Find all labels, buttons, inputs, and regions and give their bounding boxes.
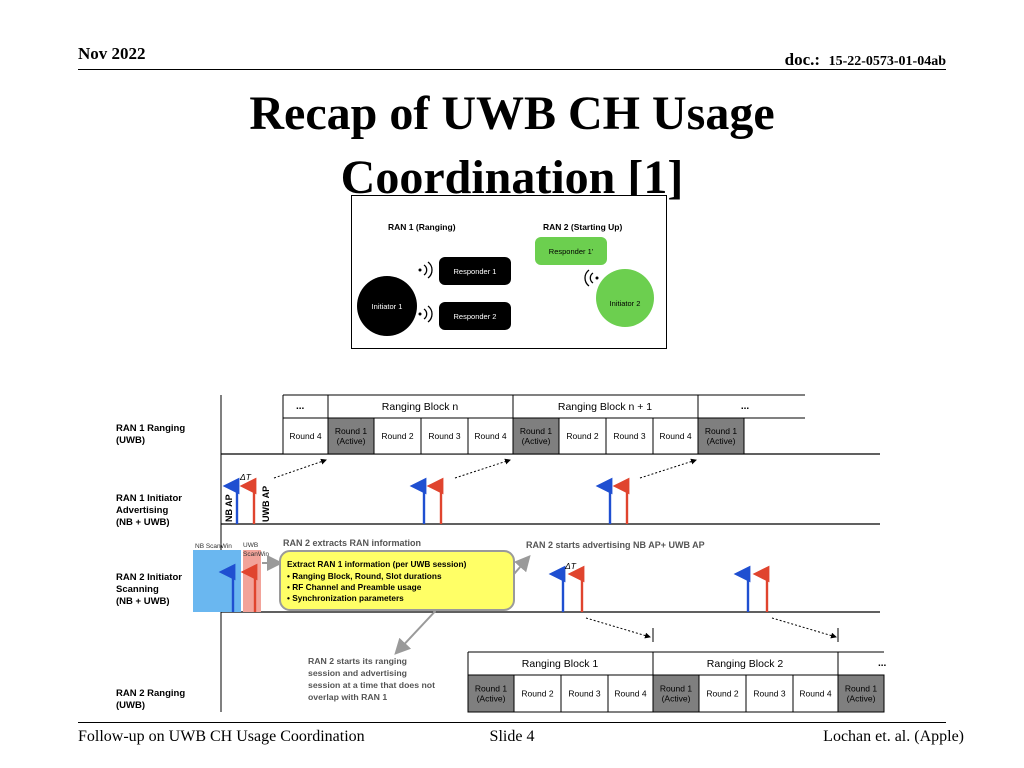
row-label-ran1-ranging: RAN 1 Ranging (UWB) xyxy=(116,423,188,446)
signal-icon-initiator2 xyxy=(584,269,599,287)
doc-number: 15-22-0573-01-04ab xyxy=(828,54,946,69)
row-label-ran2-scan: RAN 2 Initiator Scanning (NB + UWB) xyxy=(116,572,185,607)
delta-t-label-1: ΔT xyxy=(239,472,252,482)
responder2-label: Responder 2 xyxy=(454,312,497,321)
nb-ap-label: NB AP xyxy=(224,494,234,522)
ran2-round-cell xyxy=(652,674,700,713)
footer-title: Follow-up on UWB CH Usage Coordination xyxy=(78,728,365,745)
ran2-round-cell xyxy=(607,674,654,713)
info-box-title: Extract RAN 1 information (per UWB sessi… xyxy=(287,559,467,569)
ran2-round-cell xyxy=(745,674,794,713)
uwb-scan-window-label: UWB ScanWin xyxy=(243,542,269,558)
doc-label: doc.: xyxy=(784,50,821,69)
ran1-adv-arrows xyxy=(222,477,630,524)
ran1-round-cell xyxy=(282,417,329,455)
svg-text:• RF Channel and Preamble usag: • RF Channel and Preamble usage xyxy=(287,582,422,592)
svg-text:• Synchronization parameters: • Synchronization parameters xyxy=(287,593,404,603)
annotation-extracts: RAN 2 extracts RAN information xyxy=(283,538,421,548)
responder1-label: Responder 1 xyxy=(454,267,497,276)
ran2-round-cell xyxy=(792,674,839,713)
dotted-pointers xyxy=(273,458,837,639)
initiator1-node xyxy=(357,276,417,336)
info-box xyxy=(279,550,515,611)
ran2-scan-arrows xyxy=(218,563,770,612)
ran1-round-cell-label: Round 2 xyxy=(566,431,598,441)
ran2-round-cell-label: Round 3 xyxy=(753,689,785,699)
ran1-block-n: Ranging Block n xyxy=(382,401,459,413)
ran1-round-cell-label: Round 3 xyxy=(613,431,645,441)
ran2-label: RAN 2 (Starting Up) xyxy=(543,222,623,232)
ran2-round-cell xyxy=(837,674,885,713)
ran2-round-cell-label: Round 3 xyxy=(568,689,600,699)
uwb-timeline-diagram: RAN 1 Ranging (UWB) RAN 1 Initiator Adve… xyxy=(116,394,887,713)
ran1-round-cell xyxy=(467,417,514,455)
ran1-round-cell-label: Round 1(Active) xyxy=(520,426,552,446)
slide-title: Recap of UWB CH Usage Coordination [1] xyxy=(0,82,1024,210)
ran-topology-diagram: RAN 1 (Ranging) RAN 2 (Starting Up) Init… xyxy=(351,195,667,349)
responder1-prime-label: Responder 1' xyxy=(549,247,594,256)
ran2-block-1: Ranging Block 1 xyxy=(522,658,599,670)
ran2-round-cell-label: Round 4 xyxy=(799,689,831,699)
ran2-block-2: Ranging Block 2 xyxy=(707,658,784,670)
svg-text:• Ranging Block, Round, Slot d: • Ranging Block, Round, Slot durations xyxy=(287,571,442,581)
uwb-ap-label: UWB AP xyxy=(261,486,271,522)
title-line-1: Recap of UWB CH Usage xyxy=(249,87,775,140)
ran2-round-cell-label: Round 1(Active) xyxy=(475,684,507,704)
ran1-round-cell-label: Round 4 xyxy=(474,431,506,441)
row-label-ran1-adv: RAN 1 Initiator Advertising (NB + UWB) xyxy=(116,493,185,528)
ran1-round-cell xyxy=(327,417,375,455)
ran2-round-cell xyxy=(467,674,515,713)
ran1-round-cell xyxy=(420,417,469,455)
signal-icon-responder2 xyxy=(418,305,433,323)
ran1-round-cell xyxy=(652,417,699,455)
ran1-round-cell xyxy=(697,417,745,455)
responder2-node xyxy=(439,302,511,330)
ran2-round-cell-label: Round 2 xyxy=(521,689,553,699)
ran1-round-cell-label: Round 2 xyxy=(381,431,413,441)
initiator2-label: Initiator 2 xyxy=(610,299,641,308)
ran1-ellipsis-right: ... xyxy=(741,401,750,412)
ran1-ellipsis-left: ... xyxy=(296,401,305,412)
ran2-ellipsis: ... xyxy=(878,658,887,669)
header-divider xyxy=(78,69,946,70)
ran2-round-cell-label: Round 1(Active) xyxy=(845,684,877,704)
initiator1-label: Initiator 1 xyxy=(372,302,403,311)
ran2-round-cell xyxy=(513,674,562,713)
info-box-bullets: • Ranging Block, Round, Slot durations •… xyxy=(287,571,442,603)
ran1-round-cell xyxy=(373,417,422,455)
ran1-round-cell-label: Round 4 xyxy=(289,431,321,441)
footer-authors: Lochan et. al. (Apple) xyxy=(823,728,964,745)
footer-slide-number: Slide 4 xyxy=(489,728,535,745)
ran1-round-cell-label: Round 1(Active) xyxy=(335,426,367,446)
row-label-ran2-ranging: RAN 2 Ranging (UWB) xyxy=(116,688,188,711)
responder1-node xyxy=(439,257,511,285)
annotation-starts-adv: RAN 2 starts advertising NB AP+ UWB AP xyxy=(526,540,705,550)
initiator2-node xyxy=(596,269,654,327)
ran2-round-cell-label: Round 4 xyxy=(614,689,646,699)
ran1-label: RAN 1 (Ranging) xyxy=(388,222,456,232)
nb-scan-window-label: NB ScanWin xyxy=(195,543,232,550)
signal-icon-responder1 xyxy=(418,261,433,279)
ran1-round-cell-label: Round 1(Active) xyxy=(705,426,737,446)
ran2-round-cell-label: Round 2 xyxy=(706,689,738,699)
ran2-round-cell-label: Round 1(Active) xyxy=(660,684,692,704)
footer-divider xyxy=(78,722,946,723)
ran1-round-cell-label: Round 3 xyxy=(428,431,460,441)
uwb-scan-window xyxy=(243,550,261,612)
header-date: Nov 2022 xyxy=(78,44,146,63)
ran1-block-n1: Ranging Block n + 1 xyxy=(558,401,652,413)
responder1-prime-node xyxy=(535,237,607,265)
ran1-round-cell-label: Round 4 xyxy=(659,431,691,441)
delta-t-label-2: ΔT xyxy=(564,561,577,571)
header-doc-number: doc.: 15-22-0573-01-04ab xyxy=(785,50,946,70)
annotation-starts-ranging: RAN 2 starts its ranging session and adv… xyxy=(308,656,437,702)
ran1-round-cell xyxy=(558,417,607,455)
